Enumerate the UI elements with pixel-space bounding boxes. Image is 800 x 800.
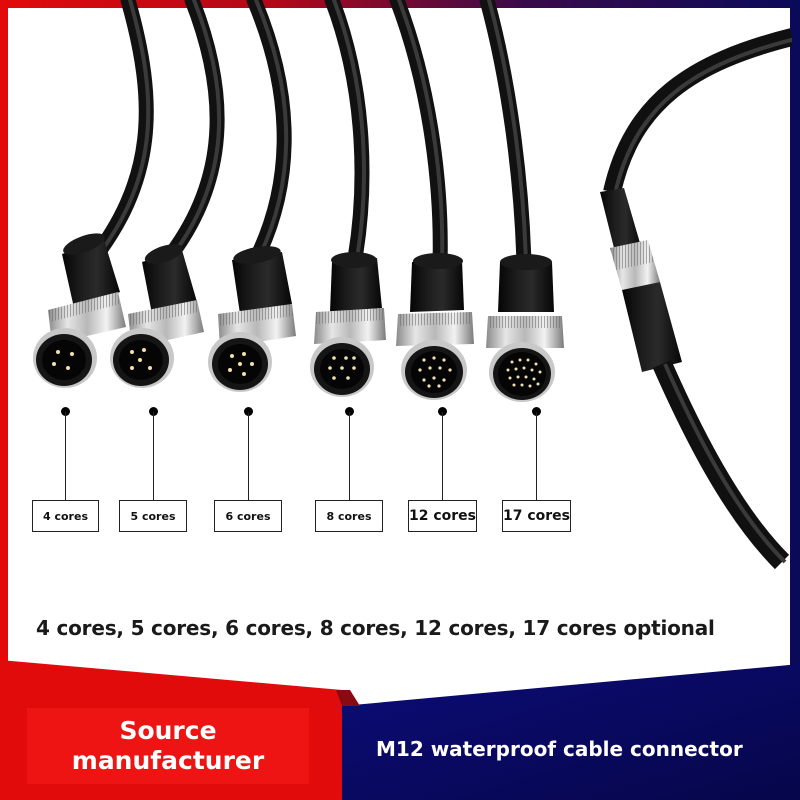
- connector-4-cores: [33, 233, 126, 388]
- assembled-cable: [600, 28, 792, 570]
- leader-line-4: [65, 412, 66, 500]
- leader-dot-12: [438, 407, 447, 416]
- connector-12-cores: [396, 253, 474, 400]
- label-17-cores: 17 cores: [502, 500, 571, 532]
- product-title: M12 waterproof cable connector: [376, 737, 743, 761]
- leader-line-12: [442, 412, 443, 500]
- source-manufacturer-badge: Source manufacturer: [27, 708, 309, 784]
- label-12-cores: 12 cores: [408, 500, 477, 532]
- options-caption: 4 cores, 5 cores, 6 cores, 8 cores, 12 c…: [36, 616, 715, 640]
- connector-6-cores: [208, 246, 296, 392]
- leader-line-5: [153, 412, 154, 500]
- badge-line-2: manufacturer: [71, 746, 265, 775]
- connector-17-cores: [486, 254, 564, 402]
- leader-dot-8: [345, 407, 354, 416]
- label-5-cores: 5 cores: [119, 500, 187, 532]
- leader-line-17: [536, 412, 537, 500]
- connector-8-cores: [310, 252, 386, 397]
- leader-dot-5: [149, 407, 158, 416]
- leader-dot-4: [61, 407, 70, 416]
- leader-dot-17: [532, 407, 541, 416]
- badge-line-1: Source: [119, 716, 217, 745]
- label-6-cores: 6 cores: [214, 500, 282, 532]
- connector-5-cores: [110, 244, 204, 388]
- leader-line-6: [248, 412, 249, 500]
- leader-line-8: [349, 412, 350, 500]
- label-8-cores: 8 cores: [315, 500, 383, 532]
- label-4-cores: 4 cores: [32, 500, 99, 532]
- cable-group: [79, 0, 532, 280]
- leader-dot-6: [244, 407, 253, 416]
